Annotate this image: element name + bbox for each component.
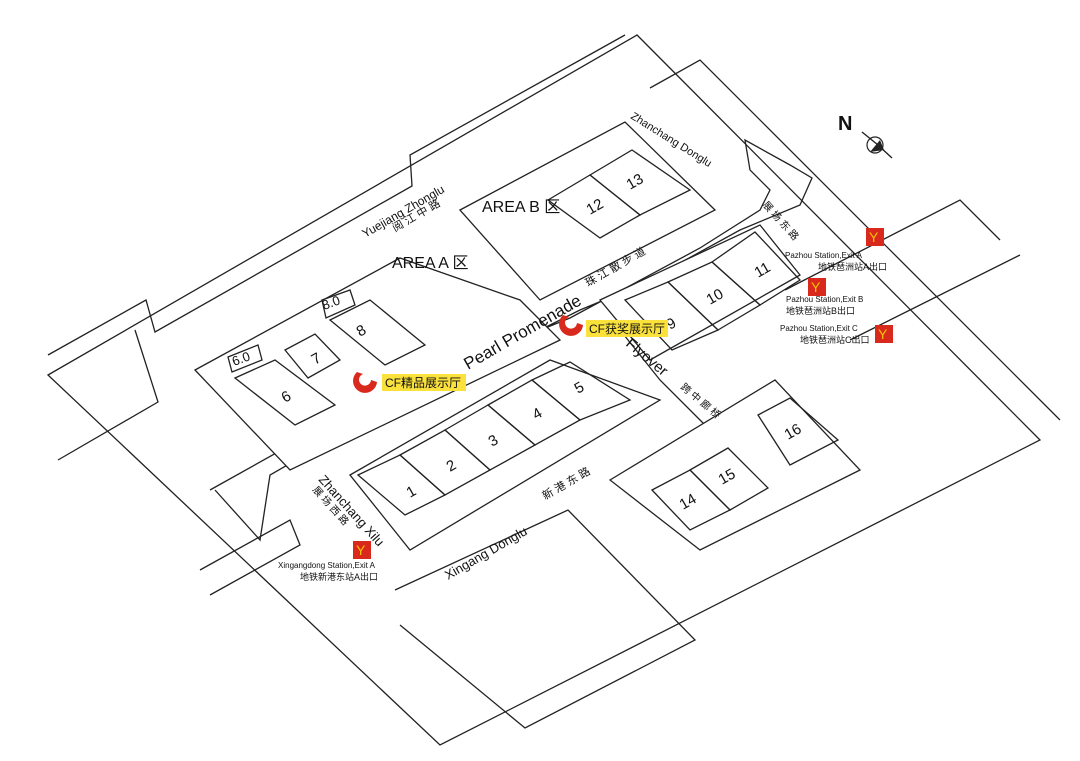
area-b-label: AREA B 区 [482,199,560,216]
metro-icon: Y [808,278,826,296]
hall-6 [233,359,337,426]
road-edge [199,519,301,596]
cf-jingpin-marker: CF精品展示厅 [353,372,466,393]
hall-label: 13 [624,170,647,193]
hall-8-0 [321,289,356,319]
road-edge [57,329,159,461]
compass-label: N [838,113,852,135]
area-a-label: AREA A 区 [392,255,469,272]
south-block [349,359,662,551]
svg-text:Y: Y [878,326,888,342]
station-label: 地铁新港东站A出口 [300,571,378,582]
hall-label: 12 [584,195,607,218]
hall-label: 8.0 [320,293,342,313]
area-b-block [458,121,717,301]
hall-13 [588,149,692,216]
hall-8 [328,299,427,366]
cf-huojiang-marker: CF获奖展示厅 [559,315,668,337]
cf-jingpin-label: CF精品展示厅 [385,376,461,390]
svg-text:Y: Y [869,229,879,245]
hall-5 [530,361,632,421]
hall-label: 11 [752,259,774,282]
road-edge [649,59,1061,421]
hall-16 [757,397,840,466]
hall-11 [710,231,802,306]
cf-huojiang-label: CF获奖展示厅 [589,322,665,336]
area-a-block [193,257,562,471]
hall-label: 14 [677,490,700,513]
hall-15 [688,447,770,511]
southeast-block [608,379,862,551]
hall-label: 10 [704,285,727,308]
compass-icon: N [838,113,893,159]
svg-text:Y: Y [356,542,366,558]
station-label: Pazhou Station,Exit A [785,251,863,260]
svg-text:Y: Y [811,279,821,295]
metro-icon: Y [353,541,371,559]
hall-label: 16 [782,420,805,443]
road-edge [784,199,1001,291]
metro-icon: Y [875,325,893,343]
station-label: Pazhou Station,Exit B [786,295,863,304]
station-label: Xingangdong Station,Exit A [278,561,376,570]
hall-7 [283,333,342,379]
hall-6-0 [227,344,263,373]
hall-label: 6.0 [230,349,252,369]
hall-label: 15 [716,465,739,488]
road-edge [394,509,697,729]
station-label: 地铁琶洲站A出口 [818,261,887,272]
metro-icon: Y [866,228,884,246]
station-label: 地铁琶洲站B出口 [786,305,855,316]
road-edge [47,34,626,356]
station-label: 地铁琶洲站C出口 [800,334,870,345]
station-label: Pazhou Station,Exit C [780,324,858,333]
